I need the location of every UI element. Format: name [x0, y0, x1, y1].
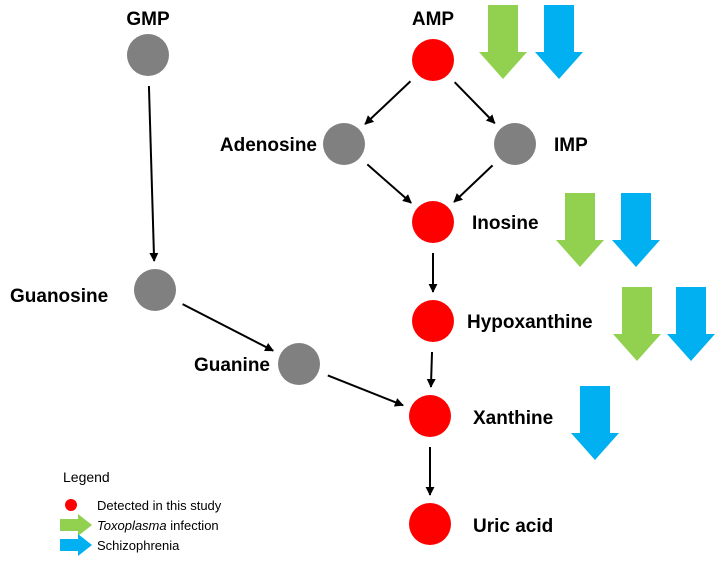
legend-title: Legend: [63, 469, 110, 485]
inosine-schizophrenia-down-arrow: [612, 193, 660, 267]
node-circle-imp: [494, 123, 536, 165]
node-label-guanine: Guanine: [194, 355, 270, 376]
node-label-uric-acid: Uric acid: [473, 516, 553, 537]
node-circle-guanosine: [134, 269, 176, 311]
node-circle-xanthine: [409, 395, 451, 437]
edge-guanosine-to-guanine: [182, 303, 275, 352]
amp-change-arrows: [479, 5, 583, 79]
node-label-imp: IMP: [554, 135, 588, 156]
hypoxanthine-schizophrenia-down-arrow: [667, 287, 715, 361]
legend: Legend Detected in this study Toxoplasma…: [60, 469, 222, 556]
pathway-edges: [147, 80, 496, 496]
node-amp: AMP: [412, 9, 455, 81]
node-circle-adenosine: [323, 123, 365, 165]
hypoxanthine-toxoplasma-down-arrow: [613, 287, 661, 361]
node-gmp: GMP: [126, 9, 170, 76]
edge-hypoxanthine-to-xanthine: [426, 351, 436, 388]
legend-toxoplasma-rest: infection: [167, 518, 219, 533]
legend-schizophrenia-label: Schizophrenia: [97, 538, 180, 553]
node-label-amp: AMP: [412, 9, 455, 30]
node-circle-gmp: [127, 34, 169, 76]
legend-detected-dot: [65, 499, 77, 511]
legend-toxoplasma-arrow: [60, 514, 92, 536]
edge-guanine-to-xanthine: [327, 374, 404, 407]
edge-amp-to-adenosine: [364, 80, 412, 125]
node-uric-acid: Uric acid: [409, 503, 553, 545]
node-label-inosine: Inosine: [472, 213, 539, 234]
amp-toxoplasma-down-arrow: [479, 5, 527, 79]
legend-toxoplasma-italic: Toxoplasma: [97, 518, 167, 533]
node-label-hypoxanthine: Hypoxanthine: [467, 312, 593, 333]
inosine-change-arrows: [556, 193, 660, 267]
node-label-guanosine: Guanosine: [10, 286, 108, 307]
legend-detected-label: Detected in this study: [97, 498, 222, 513]
node-imp: IMP: [494, 123, 588, 165]
legend-item-schizophrenia: Schizophrenia: [60, 534, 180, 556]
edge-imp-to-inosine: [453, 164, 494, 203]
node-label-gmp: GMP: [126, 9, 170, 30]
legend-item-toxoplasma: Toxoplasma infection: [60, 514, 219, 536]
node-xanthine: Xanthine: [409, 395, 553, 437]
legend-toxoplasma-label: Toxoplasma infection: [97, 518, 219, 533]
node-guanosine: Guanosine: [10, 269, 176, 311]
node-circle-hypoxanthine: [412, 300, 454, 342]
inosine-toxoplasma-down-arrow: [556, 193, 604, 267]
node-circle-inosine: [412, 201, 454, 243]
edge-adenosine-to-inosine: [366, 163, 412, 204]
node-label-adenosine: Adenosine: [220, 135, 317, 156]
node-label-xanthine: Xanthine: [473, 408, 553, 429]
edge-gmp-to-guanosine: [147, 85, 159, 262]
legend-schizophrenia-arrow: [60, 534, 92, 556]
node-hypoxanthine: Hypoxanthine: [412, 300, 593, 342]
node-guanine: Guanine: [194, 343, 320, 385]
node-circle-amp: [412, 39, 454, 81]
xanthine-schizophrenia-down-arrow: [571, 386, 619, 460]
xanthine-change-arrows: [571, 386, 619, 460]
node-inosine: Inosine: [412, 201, 539, 243]
node-circle-guanine: [278, 343, 320, 385]
node-adenosine: Adenosine: [220, 123, 365, 165]
edge-amp-to-imp: [453, 81, 496, 124]
hypoxanthine-change-arrows: [613, 287, 715, 361]
node-circle-uric-acid: [409, 503, 451, 545]
amp-schizophrenia-down-arrow: [535, 5, 583, 79]
legend-item-detected: Detected in this study: [65, 498, 222, 513]
